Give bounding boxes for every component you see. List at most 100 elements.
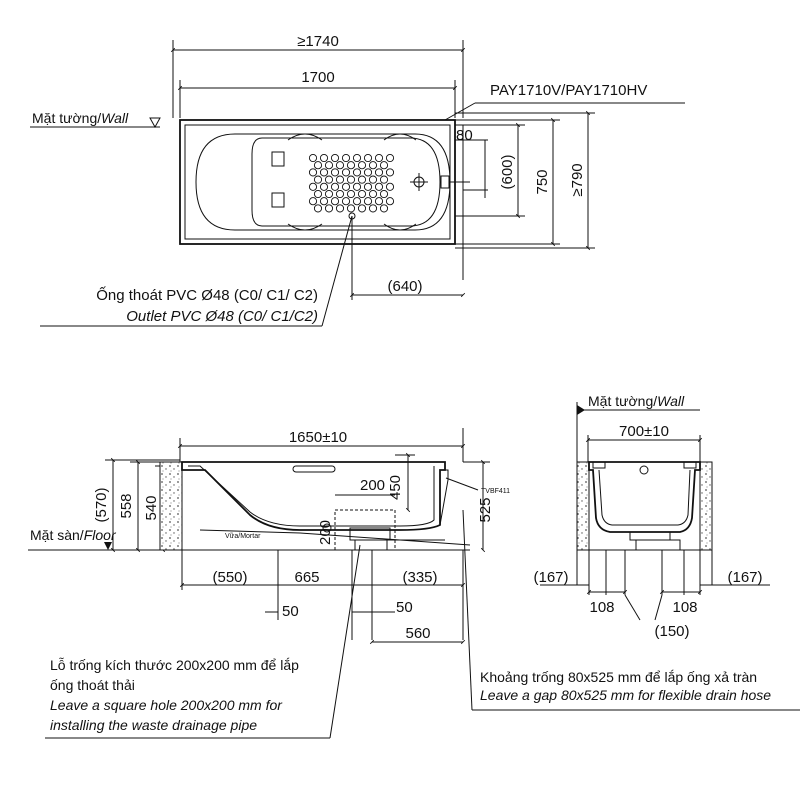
anti-slip-dot [335,161,345,170]
dim-1650-side: 1650±10 [289,429,347,446]
anti-slip-dot [368,189,378,199]
anti-slip-dot [374,168,384,177]
anti-slip-dot [385,168,395,177]
dim-640-top: (640) [387,278,422,295]
anti-slip-dot [324,189,334,199]
anti-slip-dot [363,153,373,163]
anti-slip-dot [319,182,329,191]
anti-slip-dot [341,168,351,177]
anti-slip-dot [352,168,362,177]
gap-note-vi: Khoảng trống 80x525 mm để lắp ống xả trà… [480,669,757,685]
anti-slip-dot [313,175,323,184]
anti-slip-dot [319,153,329,163]
outlet-label-vi: Ống thoát PVC Ø48 (C0/ C1/ C2) [96,286,318,304]
anti-slip-dot [385,182,395,191]
anti-slip-dot [319,168,329,177]
dim-108a-end: 108 [589,599,614,616]
dim-558-side: 558 [118,493,135,518]
tub-shell-side [181,461,446,531]
dim-750-top: 750 [534,169,551,194]
anti-slip-dot [346,175,356,184]
anti-slip-dot [313,189,323,199]
dim-570-side: (570) [93,487,110,522]
dim-80-top: 80 [456,127,473,144]
overall-width-label: ≥1740 [297,33,339,50]
anti-slip-dot [346,161,356,170]
anti-slip-dot [319,197,329,206]
anti-slip-dot [341,197,351,206]
dim-790-top: ≥790 [569,163,586,196]
anti-slip-dot [324,175,334,184]
dim-50a-side: 50 [282,603,299,620]
anti-slip-dot [313,204,323,213]
dim-200b-side: 200 [317,520,334,545]
anti-slip-dot [308,168,318,177]
hole-note-vi-1: Lỗ trống kích thước 200x200 mm để lắp [50,657,299,673]
tvbf-label: TVBF411 [481,488,510,495]
anti-slip-dot [357,175,367,184]
anti-slip-dot [346,189,356,199]
dim-550-side: (550) [212,569,247,586]
anti-slip-dot [379,161,389,170]
anti-slip-dot [368,204,378,213]
hole-note-en-1: Leave a square hole 200x200 mm for [50,697,283,713]
anti-slip-dot [346,204,356,213]
dim-665-side: 665 [294,569,319,586]
wall-label-top: Mặt tường/Wall [32,110,129,126]
notes: Lỗ trống kích thước 200x200 mm để lắp ốn… [50,657,771,733]
tub-shell-end [588,461,701,533]
anti-slip-dot [324,204,334,213]
anti-slip-dot [379,189,389,199]
mortar-label: Vữa/Mortar [225,533,261,540]
hole-note-vi-2: ống thoát thải [50,677,135,693]
anti-slip-dot [363,197,373,206]
anti-slip-dot [374,182,384,191]
anti-slip-dot [374,153,384,163]
anti-slip-dot [330,182,340,191]
anti-slip-dot [308,197,318,206]
dim-167b-end: (167) [727,569,762,586]
anti-slip-dot [357,189,367,199]
anti-slip-dot [385,153,395,163]
floor-label: Mặt sàn/Floor [30,527,117,543]
anti-slip-dot [357,204,367,213]
anti-slip-dot [352,153,362,163]
anti-slip-dot [368,175,378,184]
dim-450-side: 450 [387,475,404,500]
outlet-label-en: Outlet PVC Ø48 (C0/ C1/C2) [126,308,318,325]
anti-slip-dot [352,197,362,206]
wall-label-end: Mặt tường/Wall [588,393,685,409]
dim-600-top: (600) [499,154,516,189]
anti-slip-dot [308,153,318,163]
anti-slip-dot [363,182,373,191]
anti-slip-dot [324,161,334,170]
dim-200a-side: 200 [360,477,385,494]
dim-150-end: (150) [654,623,689,640]
dim-50b-side: 50 [396,599,413,616]
tub-length-label: 1700 [301,69,334,86]
dim-167a-end: (167) [533,569,568,586]
anti-slip-dot [308,182,318,191]
anti-slip-dot [352,182,362,191]
side-view: 1650±10 (570) 558 540 Mặt sàn/Floor Vữa/… [28,428,800,739]
hole-note-en-2: installing the waste drainage pipe [50,717,257,733]
dim-525-side: 525 [477,497,494,522]
gap-note-en: Leave a gap 80x525 mm for flexible drain… [480,687,771,703]
anti-slip-dot [363,168,373,177]
anti-slip-dot [357,161,367,170]
anti-slip-dot [313,161,323,170]
anti-slip-dot [330,197,340,206]
end-view: Mặt tường/Wall 700±10 (167) (167) 108 [533,393,770,640]
anti-slip-dot [335,204,345,213]
anti-slip-dot [330,153,340,163]
anti-slip-dots [308,153,395,213]
anti-slip-dot [374,197,384,206]
anti-slip-dot [335,189,345,199]
anti-slip-dot [379,175,389,184]
anti-slip-dot [368,161,378,170]
model-number: PAY1710V/PAY1710HV [490,82,647,99]
anti-slip-dot [335,175,345,184]
anti-slip-dot [379,204,389,213]
top-view: ≥1740 1700 PAY1710V/PAY1710HV Mặt tường/… [30,33,685,327]
